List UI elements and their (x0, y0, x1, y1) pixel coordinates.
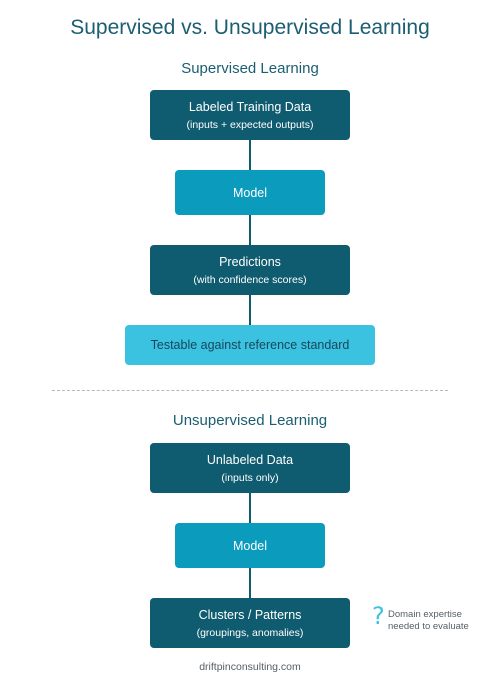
predictions-box: Predictions (with confidence scores) (150, 245, 350, 295)
clusters-box: Clusters / Patterns (groupings, anomalie… (150, 598, 350, 648)
predictions-title: Predictions (219, 254, 281, 269)
clusters-title: Clusters / Patterns (198, 607, 302, 622)
labeled-training-data-box: Labeled Training Data (inputs + expected… (150, 90, 350, 140)
supervised-model-box: Model (175, 170, 325, 215)
clusters-subtitle: (groupings, anomalies) (196, 626, 304, 639)
section-divider (52, 390, 448, 391)
connector-predictions-to-evaluation (249, 295, 251, 325)
question-mark-icon: ? (372, 602, 385, 630)
evaluation-box: Testable against reference standard (125, 325, 375, 365)
unlabeled-data-subtitle: (inputs only) (221, 471, 279, 484)
connector-labeled-to-model (249, 140, 251, 170)
connector-model-to-predictions (249, 215, 251, 245)
evaluation-note-line1: Domain expertise (388, 609, 462, 620)
connector-model-to-clusters (249, 568, 251, 598)
evaluation-note-line2: needed to evaluate (388, 621, 469, 632)
unlabeled-data-box: Unlabeled Data (inputs only) (150, 443, 350, 493)
footer-website: driftpinconsulting.com (199, 661, 301, 673)
evaluation-title: Testable against reference standard (150, 338, 350, 352)
unsupervised-model-title: Model (232, 538, 268, 553)
connector-unlabeled-to-model (249, 493, 251, 523)
supervised-model-title: Model (232, 185, 268, 200)
unsupervised-model-box: Model (175, 523, 325, 568)
page-title: Supervised vs. Unsupervised Learning (70, 16, 430, 39)
unsupervised-heading: Unsupervised Learning (172, 412, 328, 429)
labeled-training-data-subtitle: (inputs + expected outputs) (186, 118, 314, 131)
predictions-subtitle: (with confidence scores) (193, 273, 307, 286)
unlabeled-data-title: Unlabeled Data (206, 452, 294, 467)
evaluation-note: Domain expertise needed to evaluate (388, 609, 469, 633)
supervised-heading: Supervised Learning (181, 60, 319, 77)
labeled-training-data-title: Labeled Training Data (188, 99, 312, 114)
